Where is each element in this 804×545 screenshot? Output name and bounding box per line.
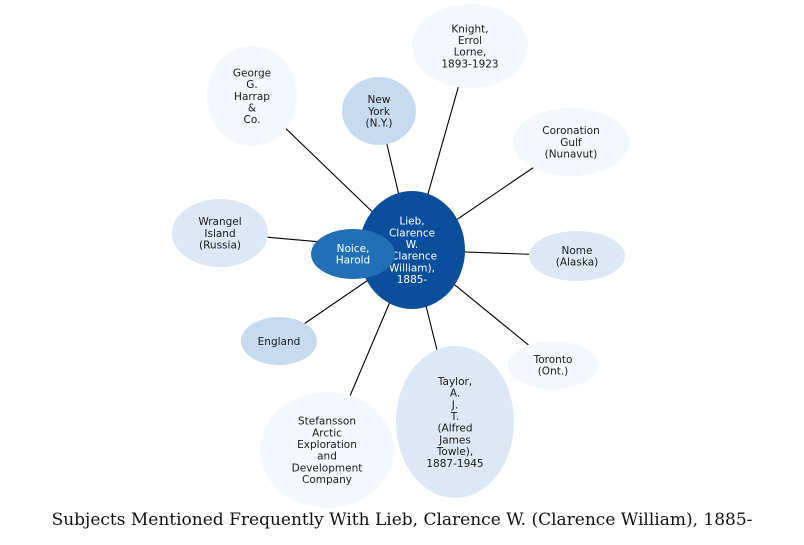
node-nome[interactable]: Nome(Alaska) — [529, 231, 625, 281]
node-coronation-label-line: Gulf — [560, 137, 582, 149]
node-knight-label-line: 1893-1923 — [441, 58, 498, 70]
node-toronto-ellipse — [508, 341, 598, 389]
node-toronto-label-line: Toronto — [533, 354, 573, 366]
node-stefansson-ellipse — [260, 392, 394, 508]
node-knight-label-line: Knight, — [451, 23, 488, 35]
node-harrap-ellipse — [207, 46, 297, 146]
node-stefansson-label-line: Exploration — [297, 439, 357, 451]
node-lieb-label-line: (Clarence — [387, 251, 437, 263]
node-nome-label-line: Nome — [562, 245, 593, 257]
node-taylor-label-line: (Alfred — [437, 423, 472, 435]
node-toronto-label-line: (Ont.) — [538, 366, 569, 378]
node-new-york-label-line: (N.Y.) — [365, 118, 392, 130]
node-lieb-label-line: W. — [406, 239, 419, 251]
node-stefansson-label-line: Development — [292, 462, 363, 474]
node-noice-label-line: Noice, — [337, 243, 370, 255]
node-england[interactable]: England — [241, 317, 317, 365]
node-knight-ellipse — [412, 4, 528, 88]
node-coronation-label-line: Coronation — [542, 125, 599, 137]
node-new-york-label-line: York — [367, 106, 391, 118]
node-harrap-label-line: & — [248, 103, 256, 115]
node-noice-ellipse — [311, 229, 395, 279]
node-wrangel-label-line: Wrangel — [198, 216, 241, 228]
node-nome-label: Nome(Alaska) — [556, 245, 599, 269]
node-wrangel-ellipse — [172, 199, 268, 267]
node-wrangel-label-line: Island — [204, 228, 235, 240]
node-coronation-label-line: (Nunavut) — [545, 149, 598, 161]
node-harrap-label-line: Co. — [244, 114, 261, 126]
node-taylor-label-line: James — [438, 434, 471, 446]
node-taylor-label-line: A. — [450, 388, 460, 400]
node-toronto-label: Toronto(Ont.) — [533, 354, 573, 378]
node-noice-label-line: Harold — [336, 255, 370, 267]
node-taylor-ellipse — [396, 346, 514, 498]
node-nome-label-line: (Alaska) — [556, 257, 599, 269]
node-noice[interactable]: Noice,Harold — [311, 229, 395, 279]
node-stefansson-label-line: Stefansson — [298, 416, 356, 428]
node-lieb-ellipse — [359, 191, 465, 309]
node-harrap-label-line: George — [233, 67, 271, 79]
node-toronto[interactable]: Toronto(Ont.) — [508, 341, 598, 389]
node-lieb-label-line: William), — [389, 262, 435, 274]
diagram-caption: Subjects Mentioned Frequently With Lieb,… — [51, 510, 753, 530]
node-taylor-label-line: Towle), — [436, 446, 473, 458]
node-coronation-ellipse — [513, 108, 629, 176]
node-stefansson-label-line: and — [317, 451, 337, 463]
node-harrap-label-line: G. — [246, 79, 257, 91]
node-stefansson-label-line: Company — [302, 474, 352, 486]
node-stefansson-label-line: Arctic — [312, 427, 342, 439]
node-england-ellipse — [241, 317, 317, 365]
node-noice-label: Noice,Harold — [336, 243, 370, 267]
node-taylor-label-line: T. — [450, 411, 460, 423]
node-nome-ellipse — [529, 231, 625, 281]
node-taylor-label-line: Taylor, — [437, 376, 472, 388]
node-knight-label-line: Errol — [458, 35, 482, 47]
node-taylor-label-line: J. — [451, 399, 458, 411]
node-wrangel-label-line: (Russia) — [199, 240, 241, 252]
node-new-york-label-line: New — [368, 94, 391, 106]
node-harrap-label-line: Harrap — [234, 91, 270, 103]
node-lieb-label-line: 1885- — [397, 274, 428, 286]
node-england-label-line: England — [258, 336, 301, 348]
node-taylor-label-line: 1887-1945 — [426, 458, 483, 470]
node-knight-label-line: Lorne, — [454, 47, 487, 59]
node-lieb-label-line: Clarence — [389, 227, 435, 239]
node-england-label: England — [258, 336, 301, 348]
node-lieb-label-line: Lieb, — [399, 216, 424, 228]
node-new-york-ellipse — [342, 77, 416, 145]
